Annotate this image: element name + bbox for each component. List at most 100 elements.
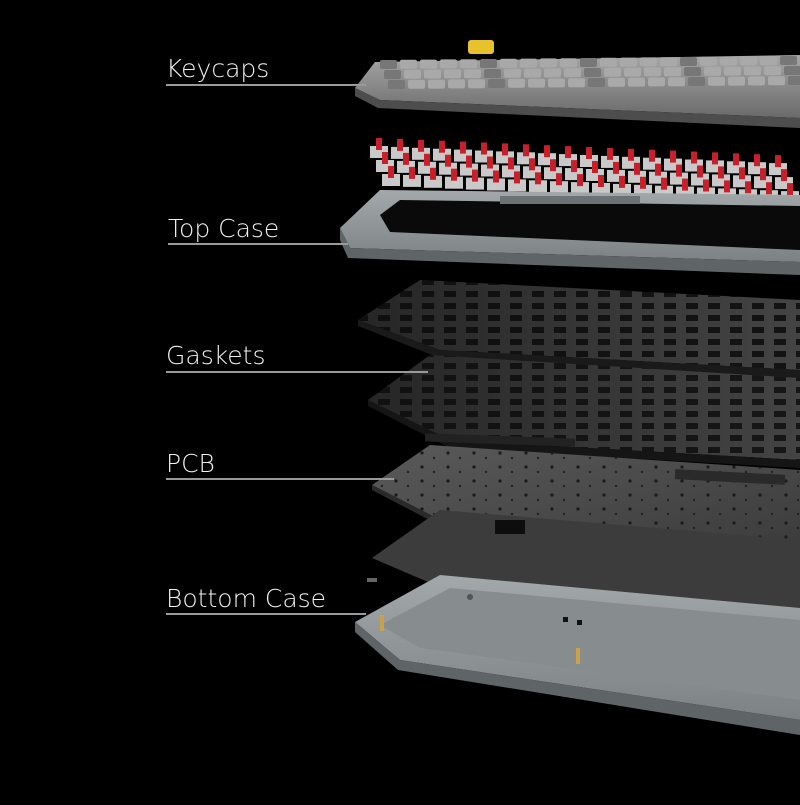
switch-stem — [493, 171, 499, 183]
keycap — [628, 78, 645, 87]
keycap — [644, 67, 661, 76]
switch-stem — [634, 163, 640, 175]
switch-stem — [628, 149, 634, 161]
switch-stem — [388, 166, 394, 178]
keycap — [484, 69, 501, 78]
keycap — [708, 77, 725, 86]
leader-line-top-case — [168, 243, 348, 245]
switch-stem — [670, 151, 676, 163]
keycap — [548, 78, 565, 87]
switch-stem — [598, 175, 604, 187]
label-bottom-case: Bottom Case — [166, 584, 326, 613]
keycap — [620, 58, 637, 67]
keycap — [580, 58, 597, 67]
keycap — [380, 60, 397, 69]
switch-stem — [508, 157, 514, 169]
switch-stem — [481, 143, 487, 155]
switch-stem — [655, 164, 661, 176]
keycap — [660, 57, 677, 66]
keycap — [460, 59, 477, 68]
keycap — [488, 79, 505, 88]
keycap — [648, 77, 665, 86]
keycap — [528, 79, 545, 88]
keycap — [624, 68, 641, 77]
switch-stem — [424, 154, 430, 166]
switch-stem — [640, 177, 646, 189]
switch-stem — [745, 181, 751, 193]
keycap — [740, 56, 757, 65]
keycap — [788, 76, 800, 85]
keycap — [568, 78, 585, 87]
switch-stem — [649, 150, 655, 162]
switch-stem — [781, 169, 787, 181]
switch-stem — [619, 176, 625, 188]
keycap — [520, 59, 537, 68]
switch-stem — [460, 142, 466, 154]
keycap — [448, 79, 465, 88]
keycap — [408, 80, 425, 89]
keycap — [388, 80, 405, 89]
switch-stem — [523, 144, 529, 156]
switch-stem — [502, 143, 508, 155]
switch-stem — [487, 157, 493, 169]
keycap — [384, 70, 401, 79]
switch-stem — [571, 160, 577, 172]
switch-stem — [766, 182, 772, 194]
switch-stem — [535, 172, 541, 184]
switch-stem — [565, 146, 571, 158]
keycap — [464, 69, 481, 78]
keycap — [480, 59, 497, 68]
switch-stem — [691, 152, 697, 164]
keycap — [668, 77, 685, 86]
keycap — [404, 70, 421, 79]
keycap — [500, 59, 517, 68]
keycap — [468, 79, 485, 88]
keycap — [444, 69, 461, 78]
switch-stem — [718, 166, 724, 178]
switch-stem — [466, 156, 472, 168]
switch-stem — [607, 148, 613, 160]
switch-stem — [403, 153, 409, 165]
keycap — [544, 68, 561, 77]
switch-stem — [451, 169, 457, 181]
keycap — [608, 78, 625, 87]
keycap — [728, 77, 745, 86]
switch-stem — [724, 180, 730, 192]
keycap — [688, 77, 705, 86]
switch-stem — [739, 167, 745, 179]
keycap — [680, 57, 697, 66]
top-case-layer — [340, 190, 800, 275]
switch-stem — [439, 141, 445, 153]
switch-stem — [376, 138, 382, 150]
keycap — [504, 69, 521, 78]
keycap — [684, 67, 701, 76]
switch-stem — [787, 183, 793, 195]
keycap — [508, 79, 525, 88]
switch-stem — [397, 139, 403, 151]
switch-stem — [676, 165, 682, 177]
switch-stem — [661, 178, 667, 190]
switch-stem — [472, 170, 478, 182]
switch-stem — [544, 145, 550, 157]
switch-stem — [577, 174, 583, 186]
label-pcb: PCB — [166, 449, 215, 478]
keycap — [744, 66, 761, 75]
switch-stem — [418, 140, 424, 152]
keycap — [560, 58, 577, 67]
switch-stem — [514, 171, 520, 183]
keycap — [424, 70, 441, 79]
switch-stem — [775, 155, 781, 167]
switch-stem — [586, 147, 592, 159]
switch-stem — [613, 162, 619, 174]
keycap — [724, 67, 741, 76]
keycap — [760, 56, 777, 65]
keycap — [764, 66, 781, 75]
switch-stem — [409, 167, 415, 179]
keycap — [584, 68, 601, 77]
switch-stem — [430, 168, 436, 180]
switch-stem — [592, 161, 598, 173]
switch-stem — [550, 159, 556, 171]
keycap — [664, 67, 681, 76]
switch-stem — [697, 166, 703, 178]
